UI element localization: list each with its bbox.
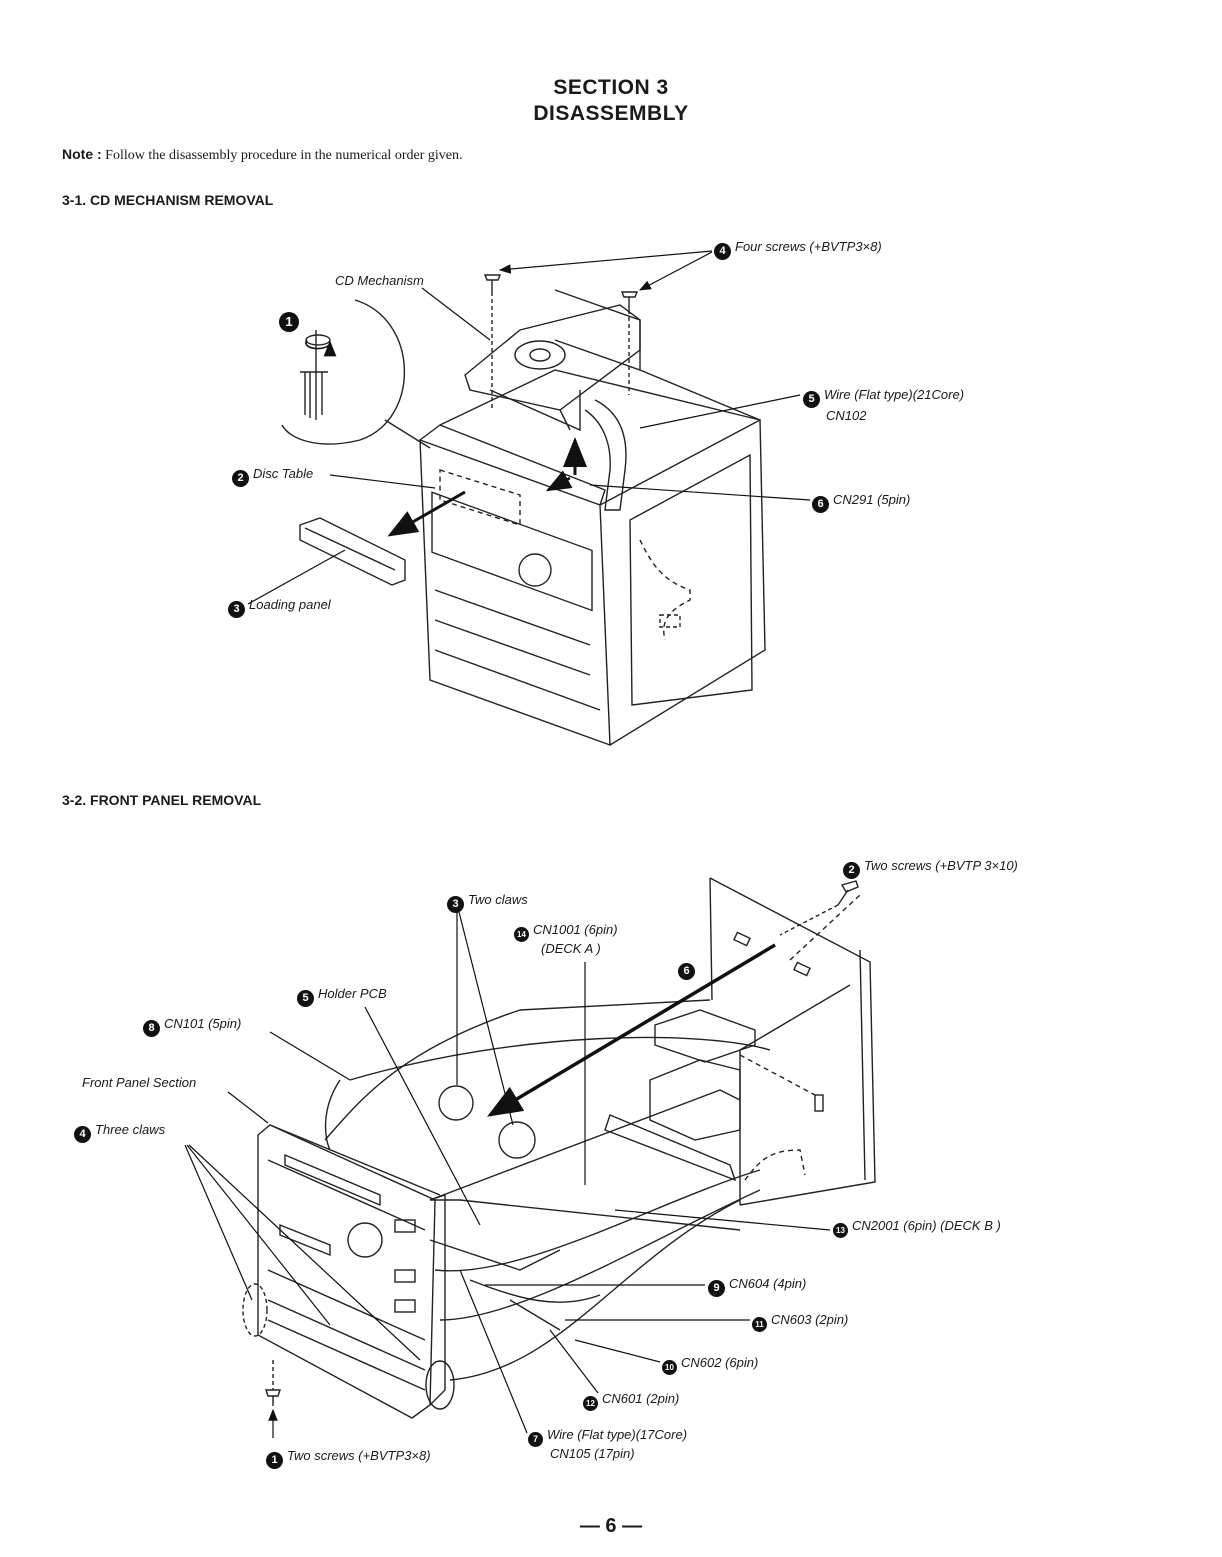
- page-number: — 6 —: [579, 1515, 643, 1537]
- note: Note : Follow the disassembly procedure …: [62, 146, 462, 164]
- loading-panel-part: [299, 517, 406, 586]
- screwdriver-icon: [300, 330, 331, 420]
- label-cd-mechanism: CD Mechanism: [335, 273, 424, 288]
- rotation-arrow-icon: [305, 339, 337, 357]
- label-step1-cd: 1: [279, 311, 303, 332]
- section-heading-front-panel: 3-2. FRONT PANEL REMOVAL: [62, 792, 262, 808]
- label-front-panel-section: Front Panel Section: [82, 1075, 197, 1090]
- screw-icon: [620, 291, 639, 310]
- front-panel-part: [257, 1124, 455, 1419]
- screw-icon: [837, 880, 859, 906]
- page-title: DISASSEMBLY: [533, 102, 689, 125]
- label-cn105: CN105 (17pin): [550, 1446, 635, 1461]
- section-heading-cd-mechanism: 3-1. CD MECHANISM REMOVAL: [62, 192, 274, 208]
- label-step6: 6: [678, 959, 699, 980]
- stereo-unit-body: [419, 289, 766, 747]
- screw-icon: [265, 1389, 281, 1406]
- front-panel-figure: [242, 877, 876, 1419]
- section-number: SECTION 3: [553, 76, 669, 99]
- cd-mechanism-part: [464, 304, 641, 432]
- note-label: Note :: [62, 146, 102, 162]
- cd-mechanism-figure: [281, 274, 766, 747]
- screw-icon: [483, 274, 502, 292]
- label-cn102: CN102: [826, 408, 867, 423]
- note-text: Follow the disassembly procedure in the …: [105, 148, 463, 163]
- label-deck-a: (DECK A ): [541, 941, 601, 956]
